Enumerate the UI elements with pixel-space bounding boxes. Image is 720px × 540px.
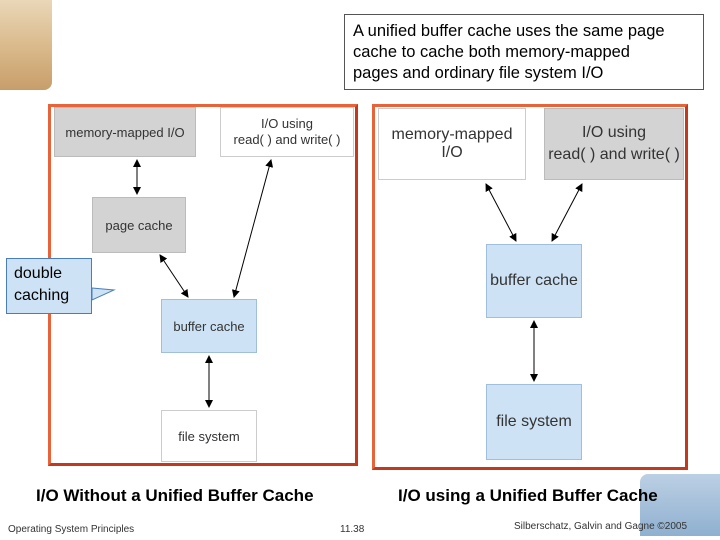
callout-line-2: cache to cache both memory-mapped xyxy=(353,43,630,61)
footer-course: Operating System Principles xyxy=(8,524,135,535)
double-caching-line-1: double xyxy=(14,265,63,282)
right-caption: I/O using a Unified Buffer Cache xyxy=(398,486,658,505)
right-arrow-mmap-buffer xyxy=(485,183,517,242)
right-memory-mapped-io-label: memory-mapped I/O xyxy=(391,126,513,161)
left-io-using-label: I/O using xyxy=(260,116,314,131)
left-arrow-io-buffer xyxy=(231,159,274,298)
left-memory-mapped-io-box: memory-mapped I/O xyxy=(54,107,196,157)
footer-copyright: Silberschatz, Galvin and Gagne ©2005 xyxy=(514,521,688,532)
right-io-using-label: I/O using xyxy=(581,124,647,141)
left-page-cache-label: page cache xyxy=(105,217,173,233)
right-memory-mapped-io-box: memory-mapped I/O xyxy=(378,108,526,180)
double-caching-label: double caching xyxy=(6,258,92,314)
left-read-write-label: read( ) and write( ) xyxy=(233,132,341,147)
footer-page-number: 11.38 xyxy=(340,524,365,535)
callout-line-1: A unified buffer cache uses the same pag… xyxy=(353,22,665,40)
left-buffer-cache-label: buffer cache xyxy=(173,318,245,334)
left-memory-mapped-io-label: memory-mapped I/O xyxy=(65,124,185,140)
right-arrow-io-buffer xyxy=(551,183,583,242)
dinosaur-logo-bottom xyxy=(640,474,720,536)
left-io-using-box: I/O using read( ) and write( ) xyxy=(220,107,354,157)
left-file-system-label: file system xyxy=(178,428,240,444)
left-arrow-pagecache-buffer xyxy=(159,254,189,298)
right-buffer-cache-box: buffer cache xyxy=(486,244,582,318)
right-read-write-label: read( ) and write( ) xyxy=(548,146,680,163)
left-page-cache-box: page cache xyxy=(92,197,186,253)
right-file-system-box: file system xyxy=(486,384,582,460)
right-io-using-box: I/O using read( ) and write( ) xyxy=(544,108,684,180)
dinosaur-logo-top xyxy=(0,0,52,90)
left-diagram-frame xyxy=(48,104,358,466)
double-caching-pointer xyxy=(91,287,116,301)
unified-cache-callout: A unified buffer cache uses the same pag… xyxy=(344,14,704,90)
right-file-system-label: file system xyxy=(496,413,572,430)
left-file-system-box: file system xyxy=(161,410,257,462)
right-buffer-cache-label: buffer cache xyxy=(490,272,578,289)
callout-line-3: pages and ordinary file system I/O xyxy=(353,64,604,82)
double-caching-line-2: caching xyxy=(14,287,70,304)
left-caption: I/O Without a Unified Buffer Cache xyxy=(36,486,314,505)
left-buffer-cache-box: buffer cache xyxy=(161,299,257,353)
